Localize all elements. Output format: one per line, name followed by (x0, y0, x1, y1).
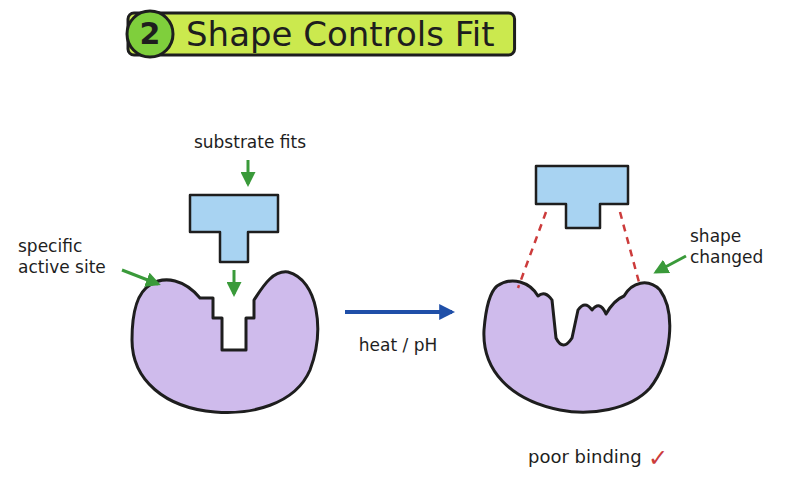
mismatch-line (518, 212, 546, 288)
transition-arrow (345, 310, 452, 314)
check-mark: ✓ (648, 443, 668, 473)
title-banner (128, 13, 515, 55)
arrow-label: heat / pH (359, 335, 437, 356)
pointer-arrow (247, 160, 250, 184)
substrate (536, 166, 628, 228)
pointer-arrow (233, 270, 236, 294)
pointer-label: specific active site (18, 236, 130, 279)
mismatch-line (620, 212, 640, 286)
step-number: 2 (140, 15, 161, 53)
pointer-label: shape changed (690, 226, 790, 269)
enzyme-denatured (484, 281, 670, 412)
note-text: poor binding (528, 446, 642, 469)
enzyme-normal (132, 272, 318, 413)
step-badge (127, 11, 173, 57)
substrate (190, 195, 278, 262)
pointer-arrow (656, 256, 686, 272)
pointer-label: substrate fits (194, 132, 306, 153)
pointer-arrow (122, 270, 158, 284)
title-text: Shape Controls Fit (186, 13, 495, 56)
